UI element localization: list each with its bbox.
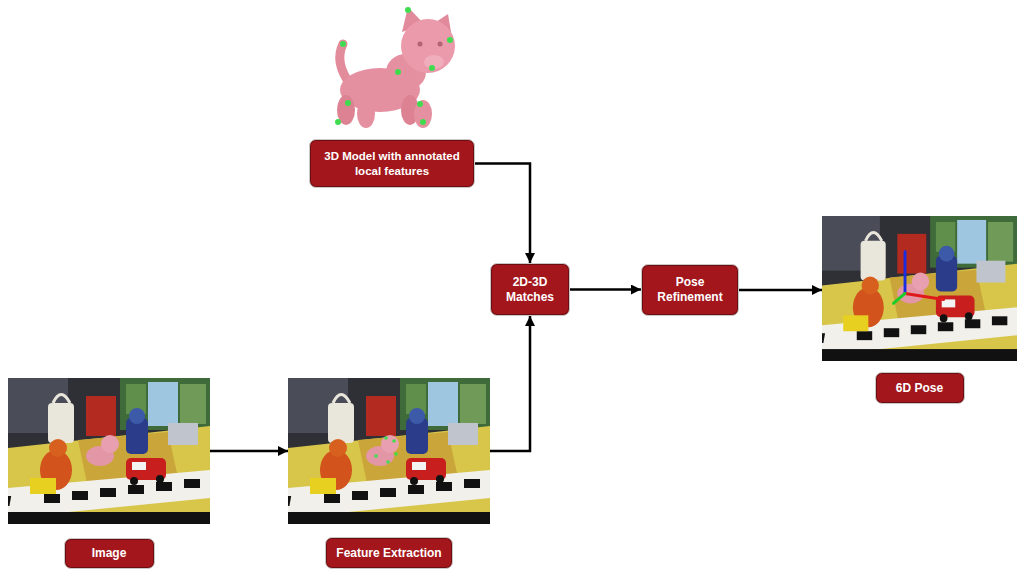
process-box: 2D-3D Matches: [490, 263, 570, 316]
input-photo: [8, 378, 210, 524]
feature-dots: [335, 7, 453, 125]
feature-dots: [374, 436, 398, 464]
box-label: Feature Extraction: [336, 546, 441, 561]
box-label: Pose Refinement: [650, 275, 730, 305]
flow-arrow: [210, 450, 288, 453]
box-label: 3D Model with annotated local features: [318, 149, 466, 178]
cat-body: [337, 7, 455, 128]
box-label: 6D Pose: [896, 381, 943, 396]
pose-axes: [893, 252, 943, 304]
box-label: 2D-3D Matches: [499, 275, 561, 305]
process-box: 3D Model with annotated local features: [309, 139, 475, 188]
flow-arrow: [490, 316, 530, 451]
flow-arrow: [570, 288, 641, 291]
photo-node: Image: [8, 378, 210, 524]
caption-box: Image: [64, 538, 155, 569]
caption-box: Feature Extraction: [325, 537, 453, 569]
photo-node: Feature Extraction: [288, 378, 490, 524]
photo-node: 6D Pose: [822, 216, 1017, 361]
caption-box: 6D Pose: [875, 372, 965, 404]
feature-photo: [288, 378, 490, 524]
flow-arrow: [739, 289, 822, 292]
pose-photo: [822, 216, 1017, 361]
cat-model: [320, 0, 470, 135]
process-box: Pose Refinement: [641, 264, 739, 316]
box-label: Image: [92, 546, 127, 561]
flow-arrow: [475, 164, 530, 264]
